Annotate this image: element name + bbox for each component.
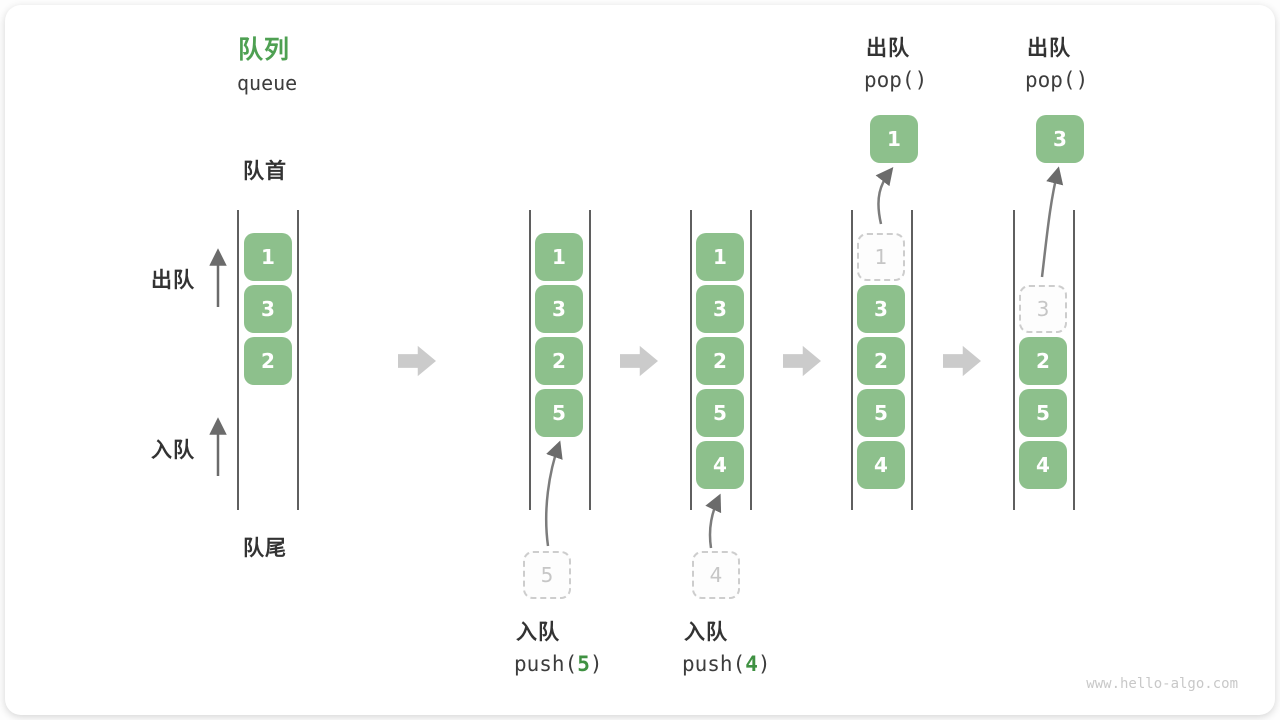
queue-item: 3 bbox=[244, 285, 292, 333]
queue-item-ghost: 1 bbox=[857, 233, 905, 281]
op-code-pop: pop() bbox=[1025, 68, 1089, 92]
code-text: push( bbox=[514, 652, 578, 676]
label-queue-front: 队首 bbox=[243, 160, 287, 183]
label-enqueue: 入队 bbox=[151, 439, 195, 462]
queue-wall-line bbox=[1073, 210, 1075, 510]
op-label-dequeue: 出队 bbox=[1027, 37, 1071, 60]
queue-item: 5 bbox=[857, 389, 905, 437]
label-queue-rear: 队尾 bbox=[243, 537, 287, 560]
queue-item: 2 bbox=[1019, 337, 1067, 385]
queue-item: 4 bbox=[857, 441, 905, 489]
queue-wall-line bbox=[1013, 210, 1015, 510]
staged-item: 5 bbox=[523, 551, 571, 599]
page-title: 队列 bbox=[238, 36, 291, 64]
queue-wall-line bbox=[690, 210, 692, 510]
queue-item: 1 bbox=[696, 233, 744, 281]
queue-item: 1 bbox=[244, 233, 292, 281]
queue-item: 4 bbox=[1019, 441, 1067, 489]
code-text: ) bbox=[589, 652, 603, 676]
code-text: push( bbox=[682, 652, 746, 676]
queue-item: 2 bbox=[696, 337, 744, 385]
popped-item: 3 bbox=[1036, 115, 1084, 163]
popped-item: 1 bbox=[870, 115, 918, 163]
queue-wall-line bbox=[911, 210, 913, 510]
queue-item: 4 bbox=[696, 441, 744, 489]
watermark: www.hello-algo.com bbox=[1086, 676, 1238, 692]
queue-item: 5 bbox=[696, 389, 744, 437]
queue-wall-line bbox=[851, 210, 853, 510]
staged-item: 4 bbox=[692, 551, 740, 599]
op-label-enqueue: 入队 bbox=[516, 621, 560, 644]
queue-item: 3 bbox=[535, 285, 583, 333]
queue-item: 5 bbox=[1019, 389, 1067, 437]
label-dequeue: 出队 bbox=[151, 269, 195, 292]
op-label-enqueue: 入队 bbox=[684, 621, 728, 644]
queue-item-ghost: 3 bbox=[1019, 285, 1067, 333]
code-text: ) bbox=[757, 652, 771, 676]
queue-wall-line bbox=[529, 210, 531, 510]
queue-item: 2 bbox=[244, 337, 292, 385]
queue-item: 2 bbox=[535, 337, 583, 385]
op-code-pop: pop() bbox=[864, 68, 928, 92]
op-code-push-4: push(4) bbox=[682, 652, 771, 676]
page-subtitle: queue bbox=[237, 71, 298, 95]
queue-item: 5 bbox=[535, 389, 583, 437]
queue-wall-line bbox=[297, 210, 299, 510]
queue-wall-line bbox=[589, 210, 591, 510]
queue-item: 2 bbox=[857, 337, 905, 385]
op-label-dequeue: 出队 bbox=[866, 37, 910, 60]
op-code-push-5: push(5) bbox=[514, 652, 603, 676]
code-arg: 5 bbox=[577, 652, 590, 676]
queue-wall-line bbox=[237, 210, 239, 510]
code-arg: 4 bbox=[745, 652, 758, 676]
queue-item: 1 bbox=[535, 233, 583, 281]
queue-wall-line bbox=[750, 210, 752, 510]
queue-item: 3 bbox=[857, 285, 905, 333]
queue-item: 3 bbox=[696, 285, 744, 333]
